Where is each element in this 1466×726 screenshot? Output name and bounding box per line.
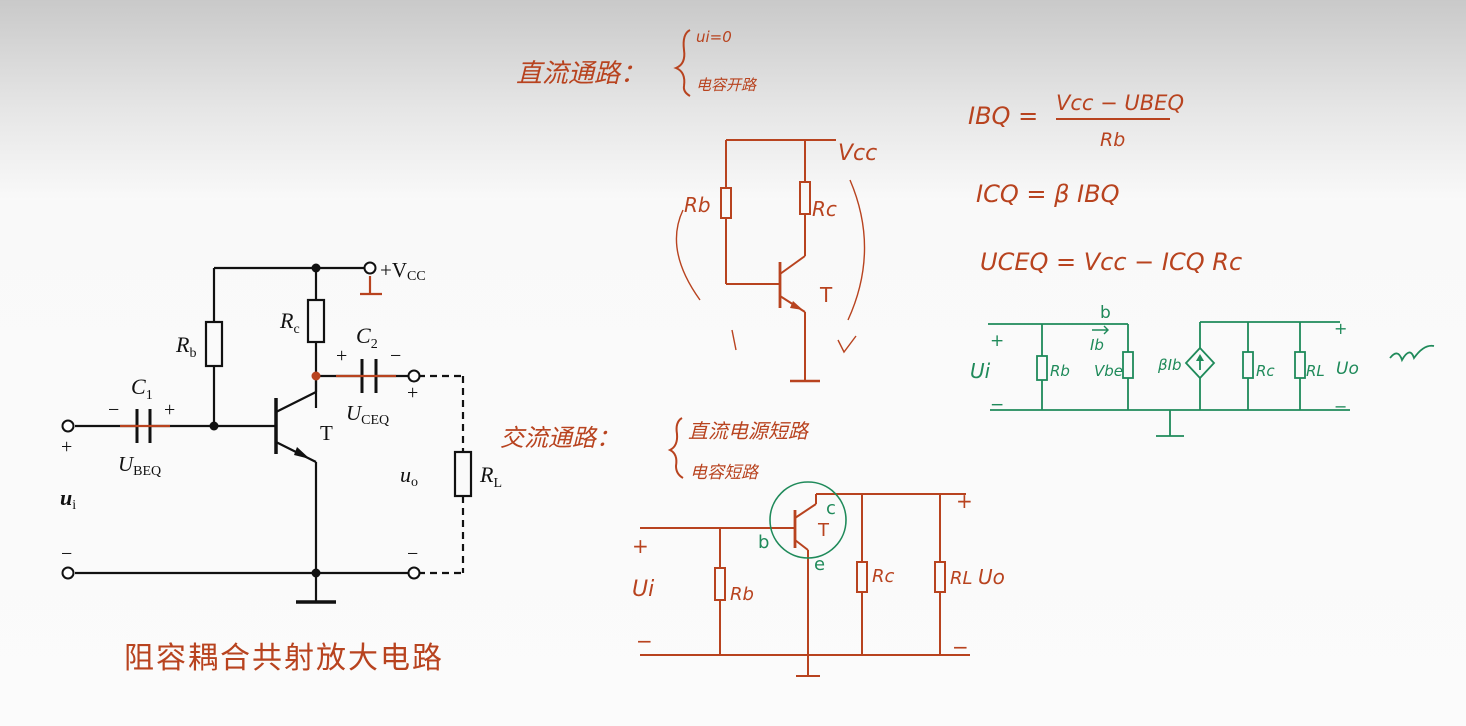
ss-out-plus: + [1334,319,1347,338]
ss-out-minus: − [1334,397,1347,416]
ss-beta-ib-label: βIb [1157,356,1182,374]
eq-uceq: UCEQ = Vcc − ICQ Rc [980,248,1242,276]
emitter-arrow [294,447,310,459]
eq-ibq-denominator: Rb [1100,129,1125,151]
c1-plus: + [164,399,175,421]
ac-t-label: T [817,520,830,541]
dc-rc-label: Rc [812,197,837,221]
c2-label: C2 [356,323,378,352]
dependent-source-arrow [1196,354,1204,361]
ac-rl-label: RL [950,568,973,589]
output-minus: − [407,543,418,565]
ss-minus: − [990,395,1004,415]
ac-rc-label: Rc [872,566,895,587]
ac-minus: − [636,629,653,653]
ac-rule-1: 直流电源短路 [688,419,810,443]
ac-brace [667,417,684,479]
ss-rbe-label: Vbe [1094,362,1123,380]
ac-plus: + [632,534,649,558]
ac-uo-label: Uo [978,565,1005,589]
dc-rule-2: 电容开路 [696,76,758,94]
eq-icq: ICQ = β IBQ [976,180,1119,208]
eq-ibq-numerator: Vcc − UBEQ [1056,91,1184,115]
rc-resistor [306,298,326,344]
ac-out-plus: + [956,489,973,513]
ss-uo-label: Uo [1336,359,1359,379]
ss-rl-label: RL [1306,362,1325,380]
rl-label: RL [479,462,502,491]
c1-label: C1 [131,374,153,403]
circuit-caption: 阻容耦合共射放大电路 [124,641,444,676]
ac-transistor-circle [769,481,847,559]
dc-rule-1: ui=0 [696,28,732,46]
dc-path-title: 直流通路： [516,59,646,89]
dc-t-label: T [819,283,833,307]
ss-side-note: W [1400,379,1401,381]
small-signal-circuit [988,321,1435,437]
output-plus: + [407,382,418,404]
uo-label: uo [400,462,418,490]
terminals [61,261,421,580]
junction-dots [209,263,321,578]
ss-ib-label: Ib [1090,336,1104,354]
rc-label: Rc [279,308,300,337]
input-plus: + [61,436,72,458]
dc-path-circuit [675,139,866,383]
ac-b-label: b [758,532,769,553]
transistor-label: T [320,421,333,445]
ss-b-label: b [1100,303,1111,323]
ac-c-label: c [826,498,836,519]
uceq-label: UCEQ [346,401,389,428]
vcc-label: +VCC [380,258,426,284]
dc-rb-label: Rb [684,193,711,217]
ac-ui-label: Ui [632,577,654,602]
ac-rb-label: Rb [730,584,754,605]
input-minus: − [61,543,72,565]
ac-rule-2: 电容短路 [690,463,760,483]
dc-vcc-label: Vcc [838,141,877,166]
ac-path-circuit [640,493,970,677]
ac-e-label: e [814,554,825,575]
dc-emitter-arrow [790,301,803,310]
ubeq-label: UBEQ [118,452,161,479]
ss-ui-label: Ui [970,359,991,383]
ss-plus: + [990,331,1004,351]
c2-minus: − [390,345,401,367]
ac-out-minus: − [952,635,969,659]
ss-rb-label: Rb [1050,362,1070,380]
rb-label: Rb [175,332,196,361]
c1-minus: − [108,399,119,421]
dc-brace [673,29,691,97]
rl-resistor [453,450,473,498]
eq-ibq-lhs: IBQ = [968,102,1038,130]
ss-rc-label: Rc [1256,362,1275,380]
c2-plus: + [336,345,347,367]
ac-path-title: 交流通路： [500,424,620,452]
ui-label: ui [60,485,76,513]
red-annotations [120,276,396,428]
rb-resistor [204,320,224,368]
